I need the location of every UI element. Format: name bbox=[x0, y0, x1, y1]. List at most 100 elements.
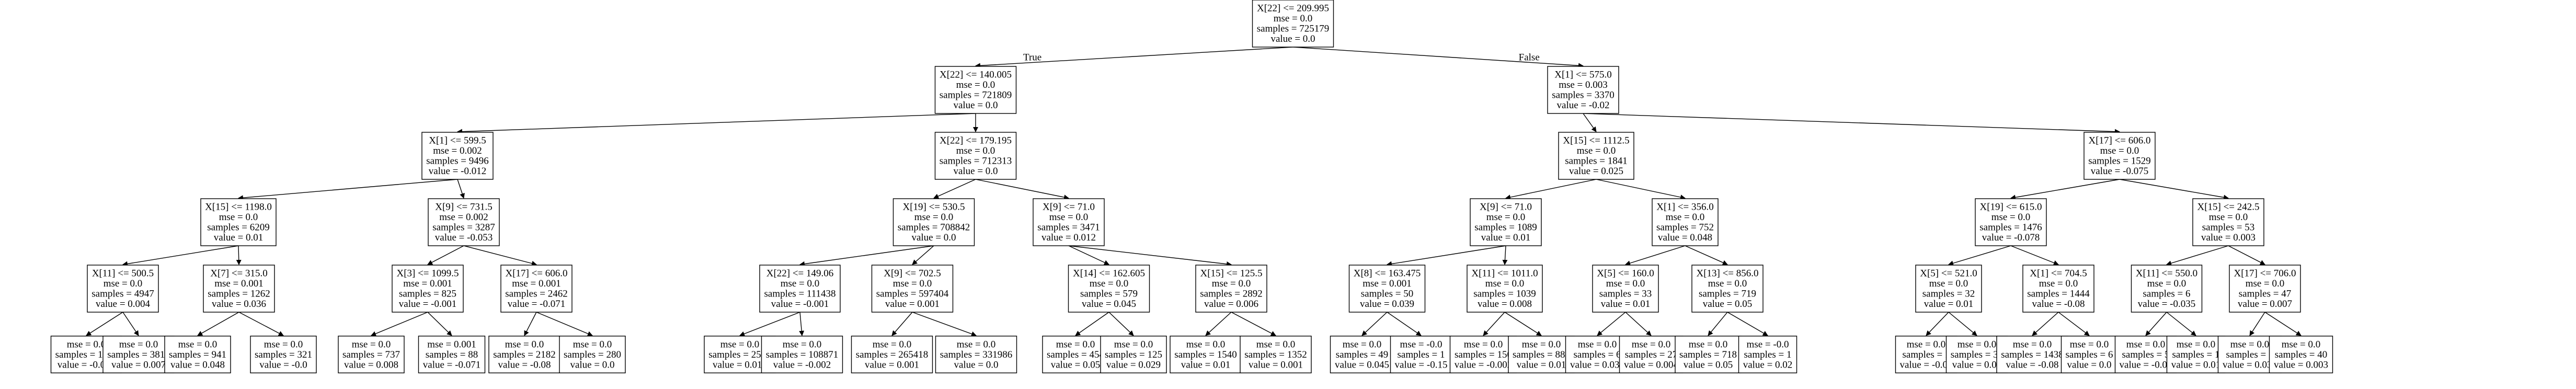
node-text-line: X[1] <= 599.5 bbox=[429, 135, 486, 146]
tree-edge bbox=[2249, 312, 2265, 336]
tree-edge bbox=[912, 245, 934, 265]
node-text-line: samples = 1089 bbox=[1474, 222, 1537, 233]
node-text-line: X[15] <= 242.5 bbox=[2197, 202, 2259, 213]
tree-edge bbox=[236, 245, 242, 265]
tree-edge bbox=[1068, 245, 1232, 267]
node-text-line: samples = 1540 bbox=[1174, 349, 1237, 360]
node-text-line: mse = 0.0 bbox=[1056, 339, 1095, 350]
node-text-line: value = 0.004 bbox=[1624, 359, 1679, 370]
node-text-line: value = -0.08 bbox=[2006, 359, 2059, 370]
node-box bbox=[500, 265, 573, 313]
tree-edge bbox=[1361, 312, 1388, 336]
node-text-line: samples = 2892 bbox=[1200, 289, 1262, 300]
tree-edge bbox=[1068, 245, 1109, 265]
node-text-line: samples = 825 bbox=[399, 289, 456, 300]
node-text-line: samples = 6 bbox=[2143, 289, 2191, 300]
node-box bbox=[2166, 336, 2226, 373]
node-text-line: mse = 0.0 bbox=[1343, 339, 1382, 350]
node-box bbox=[2022, 265, 2094, 313]
node-text-line: mse = 0.0 bbox=[2147, 278, 2186, 289]
node-text-line: mse = 0.0 bbox=[1049, 212, 1089, 223]
node-text-line: mse = 0.0 bbox=[1689, 339, 1728, 350]
tree-edge bbox=[86, 312, 123, 336]
node-text-line: value = 0.045 bbox=[1082, 299, 1136, 310]
node-box bbox=[418, 336, 486, 373]
node-text-line: value = -0.04 bbox=[2120, 359, 2172, 370]
node-text-line: X[22] <= 140.005 bbox=[940, 70, 1012, 81]
node-box bbox=[1996, 336, 2068, 373]
node-text-line: mse = 0.0 bbox=[219, 212, 258, 223]
node-text-line: value = 0.004 bbox=[96, 299, 151, 310]
node-text-line: X[15] <= 1198.0 bbox=[205, 202, 272, 213]
node-box bbox=[1558, 132, 1634, 180]
node-text-line: mse = 0.0 bbox=[2126, 339, 2166, 350]
node-box bbox=[1449, 336, 1517, 373]
node-text-line: value = -0.15 bbox=[1395, 359, 1448, 370]
node-box bbox=[1592, 265, 1659, 313]
node-text-line: mse = 0.0 bbox=[1485, 278, 1525, 289]
node-text-line: samples = 719 bbox=[1699, 289, 1756, 300]
tree-edge bbox=[1502, 245, 1508, 265]
node-text-line: mse = 0.001 bbox=[1363, 278, 1412, 289]
node-text-line: value = 0.008 bbox=[344, 359, 398, 370]
node-box bbox=[1195, 265, 1267, 313]
node-text-line: mse = 0.0 bbox=[783, 339, 822, 350]
node-text-line: samples = 50 bbox=[1361, 289, 1413, 300]
node-box bbox=[1042, 336, 1109, 373]
node-text-line: value = 0.01 bbox=[1517, 359, 1566, 370]
node-text-line: value = 0.001 bbox=[885, 299, 940, 310]
node-text-line: value = 0.01 bbox=[2171, 359, 2221, 370]
node-text-line: samples = 1841 bbox=[1565, 156, 1627, 167]
node-text-line: mse = 0.0 bbox=[1274, 13, 1313, 24]
node-box bbox=[2192, 198, 2264, 246]
tree-edge bbox=[122, 312, 139, 336]
node-text-line: value = -0.075 bbox=[2091, 166, 2148, 177]
node-text-line: value = 0.034 bbox=[1570, 359, 1625, 370]
node-text-line: samples = 721809 bbox=[940, 90, 1012, 101]
tree-edge bbox=[2145, 312, 2167, 336]
node-text-line: value = 0.048 bbox=[1658, 232, 1712, 243]
node-text-line: value = 0.029 bbox=[1106, 359, 1161, 370]
tree-edge bbox=[1483, 312, 1505, 336]
node-text-line: samples = 1 bbox=[1903, 349, 1950, 360]
tree-edge bbox=[1597, 312, 1626, 336]
node-text-line: X[11] <= 1011.0 bbox=[1471, 268, 1538, 279]
node-text-line: samples = 1039 bbox=[1473, 289, 1536, 300]
node-text-line: value = 0.01 bbox=[1481, 232, 1531, 243]
node-text-line: value = -0.002 bbox=[773, 359, 831, 370]
node-box bbox=[1508, 336, 1575, 373]
node-text-line: mse = 0.0 bbox=[1929, 278, 1968, 289]
node-text-line: X[8] <= 163.475 bbox=[1354, 268, 1421, 279]
node-text-line: mse = 0.0 bbox=[352, 339, 391, 350]
node-text-line: samples = 1 bbox=[1398, 349, 1445, 360]
node-text-line: samples = 3370 bbox=[1552, 90, 1614, 101]
node-box bbox=[338, 336, 405, 373]
tree-edge bbox=[1685, 245, 1728, 265]
tree-edge bbox=[1583, 113, 1597, 132]
tree-edge bbox=[1504, 312, 1542, 336]
node-box bbox=[102, 336, 175, 373]
node-box bbox=[1652, 198, 1719, 246]
node-text-line: samples = 7 bbox=[2226, 349, 2274, 360]
tree-edge bbox=[1583, 113, 2120, 134]
tree-edge bbox=[197, 312, 239, 336]
node-text-line: value = 0.008 bbox=[1478, 299, 1532, 310]
node-text-line: mse = 0.001 bbox=[427, 339, 476, 350]
node-text-line: X[7] <= 315.0 bbox=[210, 268, 268, 279]
